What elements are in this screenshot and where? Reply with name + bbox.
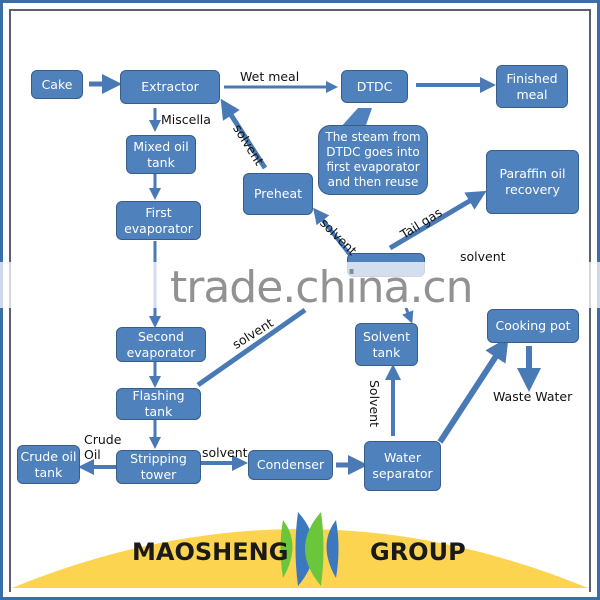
node-finished-meal: Finished meal xyxy=(496,65,568,108)
node-extractor: Extractor xyxy=(120,70,220,104)
label-miscella: Miscella xyxy=(161,112,211,127)
arrow-preheat-extractor xyxy=(220,98,268,170)
arrow-into-solvent-tank xyxy=(402,307,414,324)
arrow-flashing-up xyxy=(196,307,307,388)
node-water-separator: Water separator xyxy=(364,441,441,491)
node-preheat: Preheat xyxy=(243,173,313,215)
node-cooking-pot: Cooking pot xyxy=(487,309,579,343)
label-solvent-right: solvent xyxy=(460,249,506,264)
node-stripping-tower: Stripping tower xyxy=(116,450,201,484)
node-cake: Cake xyxy=(31,70,83,99)
node-flashing-tank: Flashing tank xyxy=(116,388,201,420)
label-waste-water: Waste Water xyxy=(493,389,573,404)
callout-tail xyxy=(340,108,372,128)
logo-leaf-4-icon xyxy=(326,520,339,578)
logo-leaf-3-icon xyxy=(305,512,324,586)
node-crude-oil-tank: Crude oil tank xyxy=(17,445,80,484)
node-dtdc: DTDC xyxy=(341,70,408,103)
callout-steam: The steam from DTDC goes into first evap… xyxy=(318,125,428,195)
node-first-evaporator: First evaporator xyxy=(116,201,201,240)
node-mixed-oil-tank: Mixed oil tank xyxy=(126,135,196,174)
node-paraffin-oil-recovery: Paraffin oil recovery xyxy=(486,150,579,214)
node-solvent-tank: Solvent tank xyxy=(355,323,418,366)
node-second-evaporator: Second evaporator xyxy=(116,327,206,362)
label-crude-oil: Crude Oil xyxy=(84,432,122,462)
brand-right: GROUP xyxy=(370,538,466,566)
node-condenser: Condenser xyxy=(248,450,333,480)
watermark-text: trade.china.cn xyxy=(170,262,474,313)
brand-left: MAOSHENG xyxy=(132,538,289,566)
label-wet-meal: Wet meal xyxy=(240,69,300,84)
watermark-band xyxy=(0,262,600,308)
label-solvent-stripping: solvent xyxy=(202,445,248,460)
logo-leaf-1-icon xyxy=(280,520,293,578)
arrow-to-preheat xyxy=(313,207,352,257)
arrow-water-cooking xyxy=(437,336,509,444)
arrow-tail-gas xyxy=(388,190,487,251)
